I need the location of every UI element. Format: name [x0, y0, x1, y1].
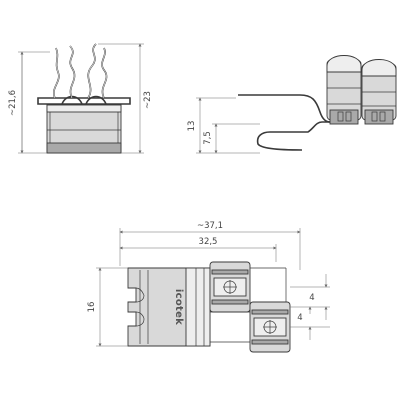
side-inner-label: 7,5 [203, 131, 213, 145]
top-clip-upper [209, 261, 287, 313]
side-spring-hook [256, 121, 330, 151]
top-width-label: 16 [87, 302, 97, 313]
side-clip-right [361, 59, 397, 125]
side-spring-strip [238, 94, 331, 123]
top-offset-b-label: 4 [297, 313, 302, 323]
top-clip-lower [210, 301, 291, 353]
top-body [127, 267, 211, 347]
side-clip-left [326, 55, 362, 125]
top-offset-a-label: 4 [309, 293, 314, 303]
brand-logo-text: icotek [173, 289, 184, 325]
front-spring-fingers [53, 43, 108, 105]
top-view: ~37,1 32,5 icotek [87, 221, 330, 353]
front-height-label: ~23 [143, 91, 153, 109]
front-base-top-band [46, 104, 122, 113]
front-spring-plate [37, 97, 131, 105]
front-width-label: ~21,6 [8, 90, 18, 116]
top-total-length-label: ~37,1 [197, 221, 223, 231]
side-height-label: 13 [187, 121, 197, 132]
front-base-bottom-band [46, 142, 122, 154]
side-view: 13 7,5 [187, 55, 397, 154]
front-view: ~21,6 ~23 [8, 43, 153, 154]
top-length-label: 32,5 [199, 237, 218, 247]
